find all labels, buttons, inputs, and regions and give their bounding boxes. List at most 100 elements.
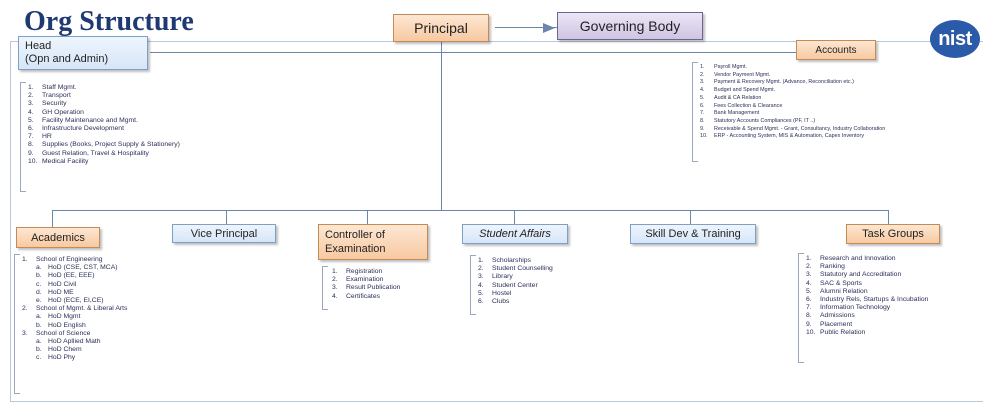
head-list-item-text: Staff Mgmt. <box>42 84 77 91</box>
head-list-item-number: 1. <box>28 84 34 91</box>
academics-hod-text: HoD English <box>48 321 86 329</box>
drop-controller <box>367 210 368 224</box>
drop-skill-dev <box>690 210 691 224</box>
task-groups-list-item-text: SAC & Sports <box>820 279 862 287</box>
student-affairs-list-item-text: Student Counselling <box>492 265 553 273</box>
head-list-item-number: 3. <box>28 100 34 108</box>
academics-school-item: 2.School of Mgmt. & Liberal Arts <box>22 305 127 313</box>
accounts-list-item-number: 8. <box>700 117 705 124</box>
head-list-bracket <box>20 82 26 192</box>
head-list-item: 2.Transport <box>28 92 180 100</box>
skill-dev-node: Skill Dev & Training <box>630 224 756 244</box>
accounts-list-item-text: Vendor Payment Mgmt. <box>714 71 771 78</box>
head-list-item-number: 7. <box>28 133 34 141</box>
academics-hod-item: b. HoD English <box>22 322 127 330</box>
academics-hod-text: HoD ME <box>48 288 74 296</box>
controller-list-item-text: Examination <box>346 276 384 284</box>
accounts-list-item-text: Statutory Accounts Compliances (PF, IT .… <box>714 117 816 124</box>
student-affairs-list-item-number: 6. <box>478 298 484 306</box>
accounts-list-item: 1. Payroll Mgmt. <box>700 64 885 72</box>
academics-hod-item: e.HoD (ECE, EI,CE) <box>22 297 127 305</box>
accounts-list-bracket <box>692 62 698 162</box>
accounts-node: Accounts <box>796 40 876 60</box>
task-groups-node: Task Groups <box>846 224 940 244</box>
accounts-list-item-number: 5. <box>700 94 705 101</box>
head-list-item-text: Medical Facility <box>42 157 89 165</box>
controller-list-item: 4.Certificates <box>332 293 400 301</box>
task-groups-list-item-text: Industry Rels, Startups & Incubation <box>820 296 929 304</box>
accounts-list-item-number: 1. <box>700 64 705 70</box>
nist-logo: nist <box>930 20 980 58</box>
academics-hod-letter: a. <box>36 338 42 346</box>
academics-hod-letter: b. <box>36 272 42 280</box>
accounts-list-item-number: 7. <box>700 110 705 117</box>
controller-list-item: 3.Result Publication <box>332 284 400 292</box>
academics-hod-letter: c. <box>36 354 42 362</box>
accounts-list-item-number: 4. <box>700 87 705 94</box>
student-affairs-list-item-number: 4. <box>478 281 484 289</box>
task-groups-list-item: 6. Industry Rels, Startups & Incubation <box>806 296 928 304</box>
principal-node: Principal <box>393 14 489 42</box>
accounts-list-item-text: Bank Management <box>714 110 760 117</box>
accounts-list-item: 2.Vendor Payment Mgmt. <box>700 72 885 80</box>
vice-principal-node: Vice Principal <box>172 224 276 243</box>
head-list-item-text: GH Operation <box>42 108 84 116</box>
head-list-item-number: 5. <box>28 116 34 124</box>
student-affairs-list-item: 3. Library <box>478 273 553 281</box>
head-list-item-number: 10. <box>28 157 38 165</box>
accounts-list-item-number: 9. <box>700 125 705 132</box>
accounts-list-item-text: ERP - Accounting System, MIS & Automatio… <box>714 133 865 140</box>
accounts-list-item: 6. Fees Collection & Clearance <box>700 103 885 111</box>
accounts-list-item-text: Fees Collection & Clearance <box>714 102 783 109</box>
academics-school-item-text: School of Engineering <box>36 256 103 263</box>
vice-principal-label: Vice Principal <box>190 227 258 240</box>
head-list-item-text: Guest Relation, Travel & Hospitality <box>42 149 149 157</box>
accounts-list-item-number: 10. <box>700 133 708 140</box>
task-groups-list-item: 7. Information Technology <box>806 304 928 312</box>
task-groups-list-item-number: 10. <box>806 328 816 336</box>
student-affairs-list-item-text: Library <box>492 273 513 281</box>
academics-hod-text: HoD (ECE, EI,CE) <box>48 297 104 305</box>
accounts-list-item: 3.Payment & Recovery Mgmt. (Advance, Rec… <box>700 79 885 87</box>
task-groups-list-item-text: Placement <box>820 320 853 328</box>
academics-hod-item: c.HoD Phy <box>22 354 127 362</box>
governing-body-label: Governing Body <box>579 18 681 34</box>
accounts-list-item-text: Payroll Mgmt. <box>714 64 747 70</box>
task-groups-list-item-number: 7. <box>806 304 812 312</box>
academics-hod-item: a.HoD Apllied Math <box>22 338 127 346</box>
task-groups-list-item-number: 8. <box>806 312 812 320</box>
head-list-item-text: Supplies (Books, Project Supply & Statio… <box>42 141 180 149</box>
top-frame-line <box>10 41 983 42</box>
student-affairs-list-item-number: 1. <box>478 257 484 264</box>
task-groups-list-item-text: Alumni Relation <box>820 287 868 295</box>
academics-hod-letter: d. <box>36 288 42 296</box>
academics-school-item-number: 1. <box>22 256 28 263</box>
controller-list-item-text: Certificates <box>346 292 380 300</box>
task-groups-list-item: 8.Admissions <box>806 312 928 320</box>
bottom-frame-line <box>10 401 983 402</box>
head-list-item-text: Facility Maintenance and Mgmt. <box>42 116 138 124</box>
accounts-list-item: 7. Bank Management <box>700 110 885 118</box>
skill-dev-label: Skill Dev & Training <box>645 228 741 240</box>
accounts-list-item-number: 6. <box>700 102 705 109</box>
head-node: Head (Opn and Admin) <box>18 36 148 70</box>
head-list-item-number: 4. <box>28 108 34 116</box>
controller-node: Controller of Examination <box>318 224 428 260</box>
principal-governing-connector <box>495 27 557 28</box>
student-affairs-list-item-number: 3. <box>478 273 484 281</box>
student-affairs-list-item-text: Scholarships <box>492 257 531 264</box>
head-list-item-number: 6. <box>28 125 34 133</box>
academics-school-item: 1. School of Engineering <box>22 256 127 264</box>
task-groups-list-item-text: Information Technology <box>820 304 891 312</box>
principal-trunk <box>441 42 442 210</box>
student-affairs-list-item: 5.Hostel <box>478 290 553 298</box>
task-groups-list-item-number: 5. <box>806 287 812 295</box>
controller-list-bracket <box>322 266 328 310</box>
task-groups-list-item-number: 6. <box>806 296 812 304</box>
drop-student-affairs <box>514 210 515 224</box>
academics-node: Academics <box>16 227 100 248</box>
academics-hod-letter: b. <box>36 321 42 329</box>
academics-school-item-number: 3. <box>22 329 28 337</box>
